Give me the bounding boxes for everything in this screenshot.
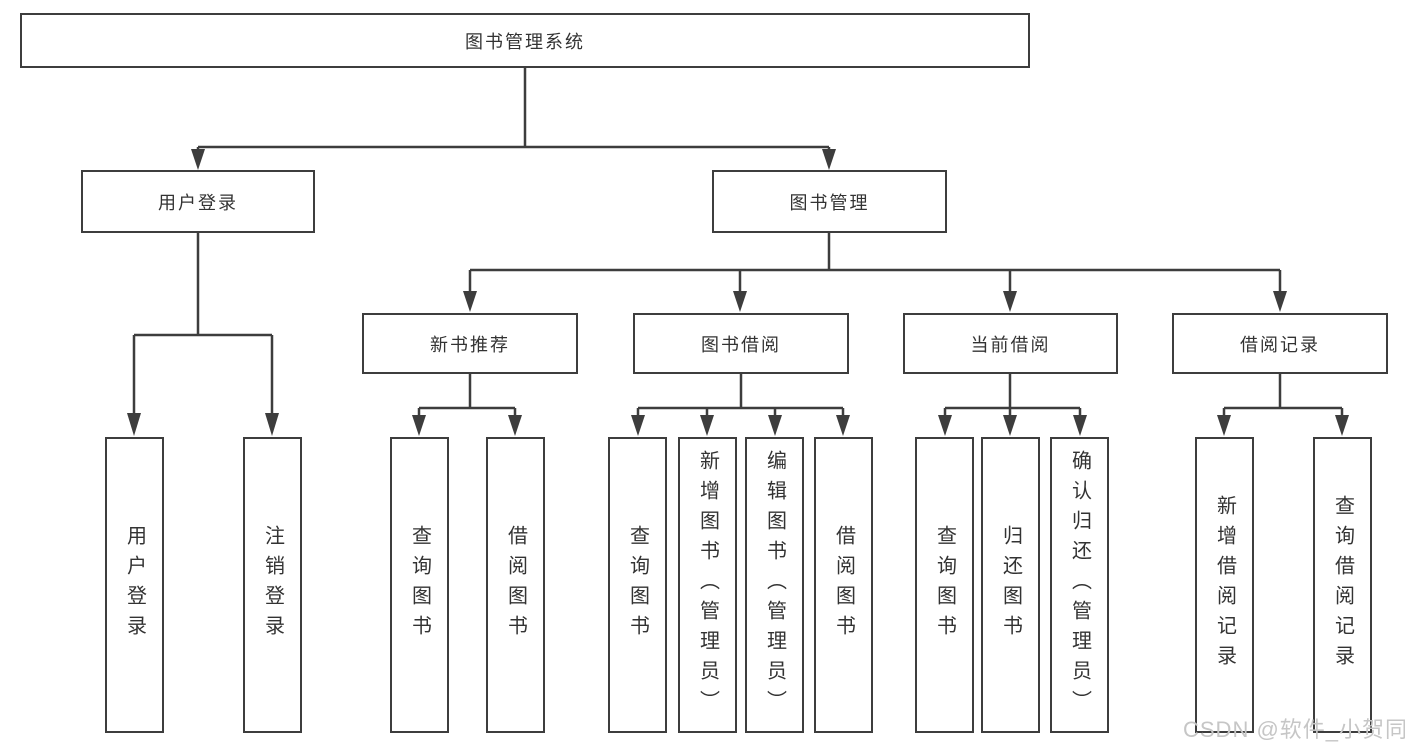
csdn-watermark: CSDN @软件_小贺同学 xyxy=(1183,717,1405,742)
node-label: 查询图书 xyxy=(626,525,649,645)
node-label: 用户登录 xyxy=(158,192,238,213)
node-borrowing-records: 借阅记录 xyxy=(1172,313,1388,374)
leaf-borrow-books: 借阅图书 xyxy=(814,437,873,733)
node-label: 图书管理系统 xyxy=(465,31,585,52)
node-label: 借阅图书 xyxy=(832,525,855,645)
node-label: 借阅图书 xyxy=(504,525,527,645)
node-root-library-system: 图书管理系统 xyxy=(20,13,1030,68)
leaf-query-books-current: 查询图书 xyxy=(915,437,974,733)
node-label: 用户登录 xyxy=(123,525,146,645)
node-label: 编辑图书（管理员） xyxy=(763,450,786,720)
node-label: 新书推荐 xyxy=(430,334,510,355)
node-new-book-recommend: 新书推荐 xyxy=(362,313,578,374)
leaf-logout: 注销登录 xyxy=(243,437,302,733)
node-label: 查询借阅记录 xyxy=(1331,495,1354,675)
node-label: 图书借阅 xyxy=(701,334,781,355)
node-label: 确认归还（管理员） xyxy=(1068,450,1091,720)
node-label: 归还图书 xyxy=(999,525,1022,645)
node-label: 查询图书 xyxy=(408,525,431,645)
node-label: 新增图书（管理员） xyxy=(696,450,719,720)
node-label: 注销登录 xyxy=(261,525,284,645)
arrowheads xyxy=(127,149,1349,436)
node-label: 查询图书 xyxy=(933,525,956,645)
node-user-login-branch: 用户登录 xyxy=(81,170,315,233)
node-book-borrowing: 图书借阅 xyxy=(633,313,849,374)
leaf-add-borrow-record: 新增借阅记录 xyxy=(1195,437,1254,733)
node-current-borrowing: 当前借阅 xyxy=(903,313,1118,374)
node-label: 当前借阅 xyxy=(970,334,1051,355)
leaf-query-borrow-record: 查询借阅记录 xyxy=(1313,437,1372,733)
leaf-edit-book-admin: 编辑图书（管理员） xyxy=(745,437,804,733)
node-label: 图书管理 xyxy=(789,192,870,213)
leaf-user-login: 用户登录 xyxy=(105,437,164,733)
leaf-confirm-return-admin: 确认归还（管理员） xyxy=(1050,437,1109,733)
leaf-query-books-borrowing: 查询图书 xyxy=(608,437,667,733)
node-label: 借阅记录 xyxy=(1240,334,1320,355)
leaf-query-books-recommend: 查询图书 xyxy=(390,437,449,733)
node-label: 新增借阅记录 xyxy=(1213,495,1236,675)
leaf-return-books: 归还图书 xyxy=(981,437,1040,733)
leaf-borrow-books-recommend: 借阅图书 xyxy=(486,437,545,733)
node-book-management-branch: 图书管理 xyxy=(712,170,947,233)
leaf-add-book-admin: 新增图书（管理员） xyxy=(678,437,737,733)
